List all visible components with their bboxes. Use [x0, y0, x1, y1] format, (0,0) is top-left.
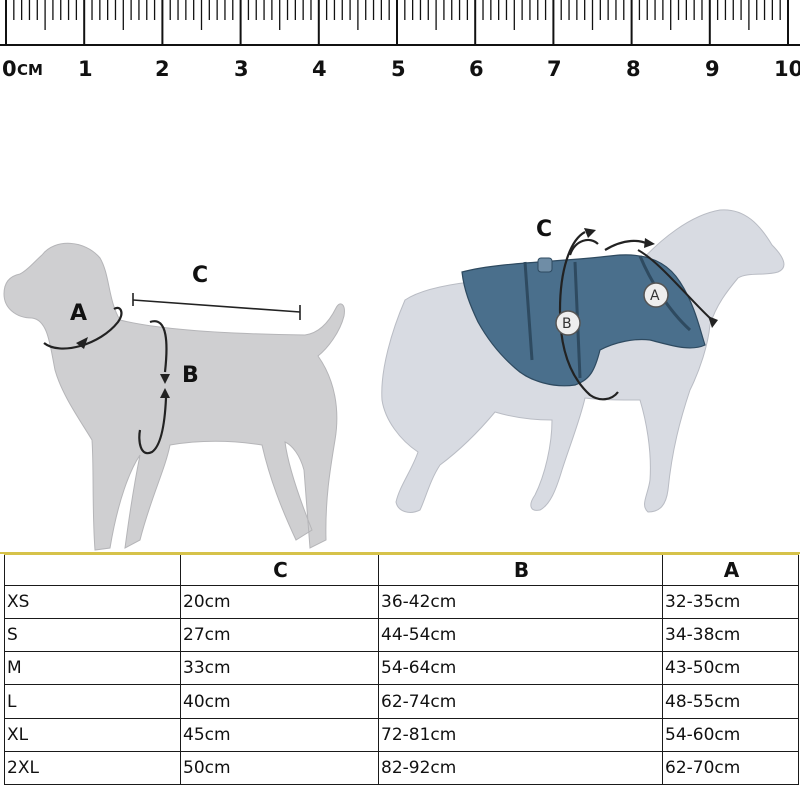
size-chart-table: C B A XS 20cm 36-42cm 32-35cm S 27cm 44-… — [4, 553, 799, 786]
b-cell: 54-64cm — [378, 651, 663, 686]
size-cell: XL — [4, 717, 181, 752]
table-row: 2XL 50cm 82-92cm 62-70cm — [4, 750, 799, 786]
b-cell: 62-74cm — [378, 684, 663, 719]
size-cell: S — [4, 617, 181, 653]
table-row: XS 20cm 36-42cm 32-35cm — [4, 584, 799, 619]
a-cell: 43-50cm — [662, 651, 799, 686]
c-cell: 50cm — [180, 750, 379, 786]
right-label-a: A — [650, 288, 660, 304]
ruler-number: 3 — [234, 57, 249, 81]
harness-handle — [537, 257, 553, 273]
a-cell: 54-60cm — [662, 717, 799, 752]
size-cell: 2XL — [4, 750, 181, 786]
ruler-number: 9 — [705, 57, 720, 81]
right-neck-arrow — [637, 249, 713, 321]
ruler-number: 10 — [774, 57, 800, 81]
b-cell: 72-81cm — [378, 717, 663, 752]
c-cell: 20cm — [180, 584, 379, 619]
header-c: C — [180, 553, 379, 586]
ruler-number: 0 — [2, 57, 17, 81]
left-dog-diagram: A B C — [3, 242, 345, 551]
chest-arrowhead-bottom — [160, 388, 170, 398]
b-cell: 82-92cm — [378, 750, 663, 786]
dog-measurement-diagrams: A B C B A C — [3, 209, 785, 551]
right-label-b: B — [562, 316, 572, 332]
table-top-rule — [0, 552, 800, 554]
b-cell: 36-42cm — [378, 584, 663, 619]
right-label-c: C — [536, 217, 552, 242]
ruler-numbers: 0 CM 1 2 3 4 5 6 7 8 9 10 — [2, 57, 800, 81]
neck-arrowhead — [76, 337, 88, 349]
a-cell: 48-55cm — [662, 684, 799, 719]
ruler-number: 2 — [155, 57, 170, 81]
right-neck-arrowhead — [708, 316, 718, 328]
right-chest-arrowhead — [584, 228, 596, 238]
c-cell: 33cm — [180, 651, 379, 686]
right-back-arrowhead — [644, 238, 655, 248]
ruler-ticks — [5, 0, 789, 45]
header-a: A — [662, 553, 799, 586]
table-row: S 27cm 44-54cm 34-38cm — [4, 617, 799, 653]
right-dog-diagram: B A C — [381, 209, 785, 513]
b-cell: 44-54cm — [378, 617, 663, 653]
table-header-row: C B A — [4, 553, 799, 586]
right-marker-b — [555, 310, 581, 336]
header-size — [4, 553, 181, 586]
size-cell: XS — [4, 584, 181, 619]
chest-arrow — [138, 320, 168, 455]
back-length-line — [132, 299, 301, 313]
ruler-number: 5 — [391, 57, 406, 81]
table-row: L 40cm 62-74cm 48-55cm — [4, 684, 799, 719]
ruler-number: 8 — [626, 57, 641, 81]
left-label-c: C — [192, 263, 208, 288]
size-cell: M — [4, 651, 181, 686]
neck-arrow — [43, 306, 123, 350]
table-row: M 33cm 54-64cm 43-50cm — [4, 651, 799, 686]
left-label-a: A — [70, 301, 87, 326]
table-row: XL 45cm 72-81cm 54-60cm — [4, 717, 799, 752]
left-dog-silhouette — [3, 242, 345, 551]
right-marker-a — [643, 282, 669, 308]
chest-arrowhead-top — [160, 374, 170, 384]
left-label-b: B — [182, 363, 199, 388]
header-b: B — [378, 553, 663, 586]
ruler-number: 7 — [547, 57, 562, 81]
harness-body — [461, 254, 706, 387]
right-back-arrow — [568, 238, 649, 256]
ruler-number: 6 — [469, 57, 484, 81]
c-cell: 40cm — [180, 684, 379, 719]
ruler: 0 CM 1 2 3 4 5 6 7 8 9 10 — [0, 0, 800, 81]
a-cell: 34-38cm — [662, 617, 799, 653]
ruler-unit: CM — [17, 61, 43, 79]
size-cell: L — [4, 684, 181, 719]
a-cell: 32-35cm — [662, 584, 799, 619]
right-chest-arrow — [558, 231, 619, 401]
c-cell: 45cm — [180, 717, 379, 752]
c-cell: 27cm — [180, 617, 379, 653]
ruler-number: 4 — [312, 57, 327, 81]
ruler-number: 1 — [78, 57, 93, 81]
a-cell: 62-70cm — [662, 750, 799, 786]
